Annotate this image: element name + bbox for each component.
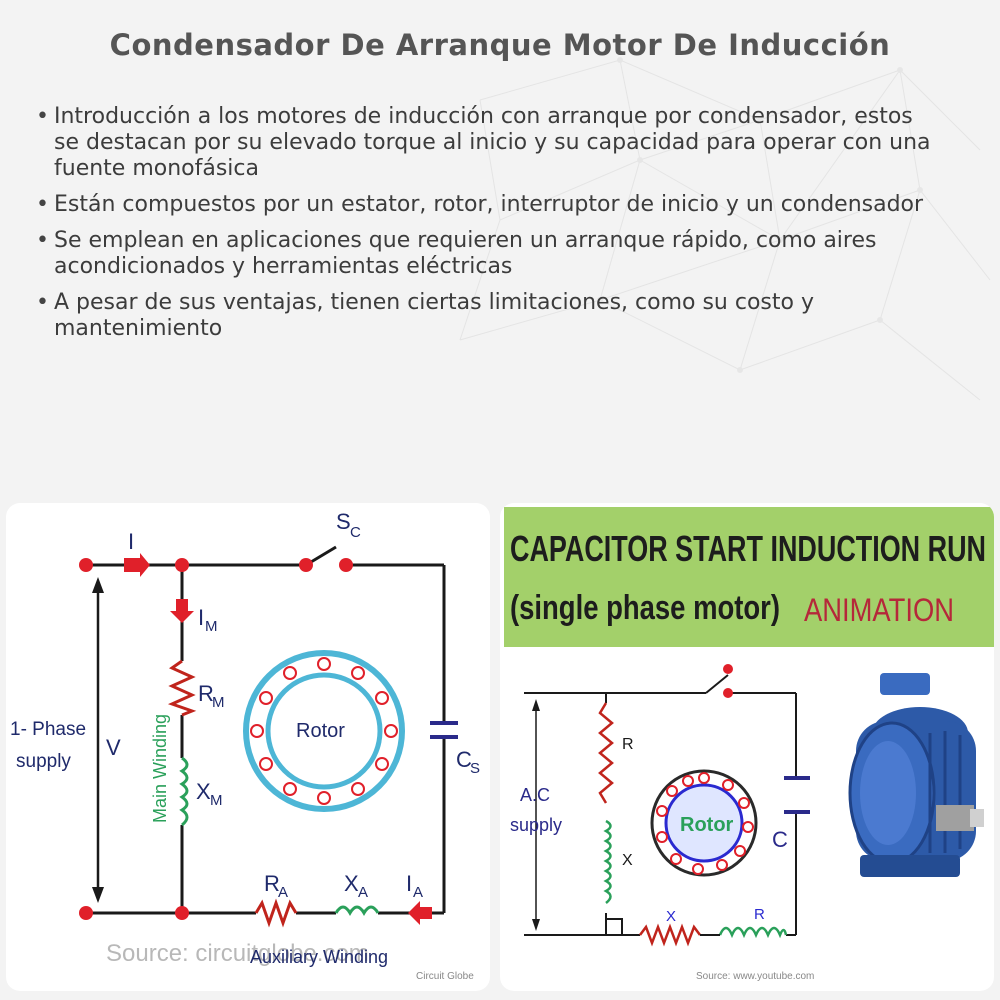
main-current-label: I xyxy=(198,605,204,630)
aux-inductor-icon xyxy=(334,905,380,916)
start-inductor-icon xyxy=(718,926,788,939)
main-inductor-icon xyxy=(179,756,189,827)
start-resistor-icon xyxy=(639,923,701,947)
c-label: C xyxy=(772,827,788,852)
rotor-icon xyxy=(243,650,405,812)
xm-label: X xyxy=(196,779,211,804)
bullet-list: Introducción a los motores de inducción … xyxy=(36,104,936,352)
animation-tag: ANIMATION xyxy=(804,592,954,628)
header-subtitle: (single phase motor) xyxy=(510,589,780,627)
circuit-nodes xyxy=(723,664,733,698)
rm-label: R xyxy=(198,681,214,706)
aux-winding-label: Auxiliary Winding xyxy=(250,947,388,967)
current-label: I xyxy=(128,529,134,554)
voltage-label: V xyxy=(106,735,121,760)
cap-sub: S xyxy=(470,760,480,777)
cap-label: C xyxy=(456,747,472,772)
main-current-arrow-icon xyxy=(170,599,194,623)
ra-label: R xyxy=(264,871,280,896)
capacitor-start-animation-frame: CAPACITOR START INDUCTION RUN (single ph… xyxy=(500,503,994,991)
capacitor-icon xyxy=(784,776,810,814)
run-inductor-icon xyxy=(603,819,612,904)
bullet-item: Se emplean en aplicaciones que requieren… xyxy=(36,228,936,280)
capacitor-start-circuit-diagram: I S C I M R M X M Rotor C S 1- Phase sup… xyxy=(6,503,490,991)
induction-motor-image xyxy=(848,673,984,877)
source-label: Source: www.youtube.com xyxy=(696,971,814,982)
main-winding-label: Main Winding xyxy=(150,714,170,823)
voltage-arrow xyxy=(92,577,104,903)
rotor-icon xyxy=(650,769,758,877)
watermark-label: Circuit Globe xyxy=(416,971,474,982)
supply-label-1: A.C xyxy=(520,785,550,805)
header-title: CAPACITOR START INDUCTION RUN xyxy=(510,528,986,569)
supply-label-2: supply xyxy=(16,751,71,772)
xa-sub: A xyxy=(358,884,368,901)
supply-label-1: 1- Phase xyxy=(10,719,86,740)
voltage-arrow xyxy=(532,699,540,931)
bottom-r-label: R xyxy=(754,906,765,923)
aux-current-arrow-icon xyxy=(408,901,432,925)
supply-label-2: supply xyxy=(510,815,562,835)
aux-resistor-icon xyxy=(254,898,298,928)
bottom-x-label: X xyxy=(666,908,676,925)
switch-sub: C xyxy=(350,524,361,541)
page-title: Condensador De Arranque Motor De Inducci… xyxy=(109,28,891,62)
capacitor-icon xyxy=(430,721,458,739)
bullet-item: A pesar de sus ventajas, tienen ciertas … xyxy=(36,290,936,342)
xa-label: X xyxy=(344,871,359,896)
circuit-wires xyxy=(524,674,797,936)
xm-sub: M xyxy=(210,792,223,809)
current-arrow-icon xyxy=(124,553,150,577)
rotor-label: Rotor xyxy=(296,720,345,742)
ia-sub: A xyxy=(413,884,423,901)
ra-sub: A xyxy=(278,884,288,901)
ia-label: I xyxy=(406,871,412,896)
source-label: Source: circuitglobe.com xyxy=(106,940,369,967)
r-label: R xyxy=(622,736,634,753)
switch-label: S xyxy=(336,509,351,534)
header-banner xyxy=(504,507,994,647)
x-label: X xyxy=(622,852,633,869)
bullet-item: Están compuestos por un estator, rotor, … xyxy=(36,192,936,218)
main-current-sub: M xyxy=(205,618,218,635)
circuit-nodes xyxy=(79,558,353,920)
rotor-label: Rotor xyxy=(680,814,734,836)
main-resistor-icon xyxy=(167,659,197,717)
run-resistor-icon xyxy=(598,702,614,804)
rm-sub: M xyxy=(212,694,225,711)
bullet-item: Introducción a los motores de inducción … xyxy=(36,104,936,182)
